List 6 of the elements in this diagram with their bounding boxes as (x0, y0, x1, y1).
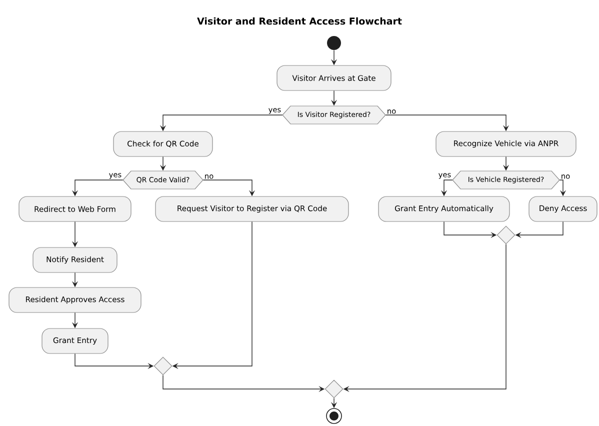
merge-diamond (496, 226, 516, 244)
end-circle (326, 408, 342, 424)
start-circle (327, 36, 341, 50)
title: Visitor and Resident Access Flowchart (197, 17, 402, 25)
merge-diamond (324, 380, 344, 398)
merge-diamond (154, 356, 172, 376)
